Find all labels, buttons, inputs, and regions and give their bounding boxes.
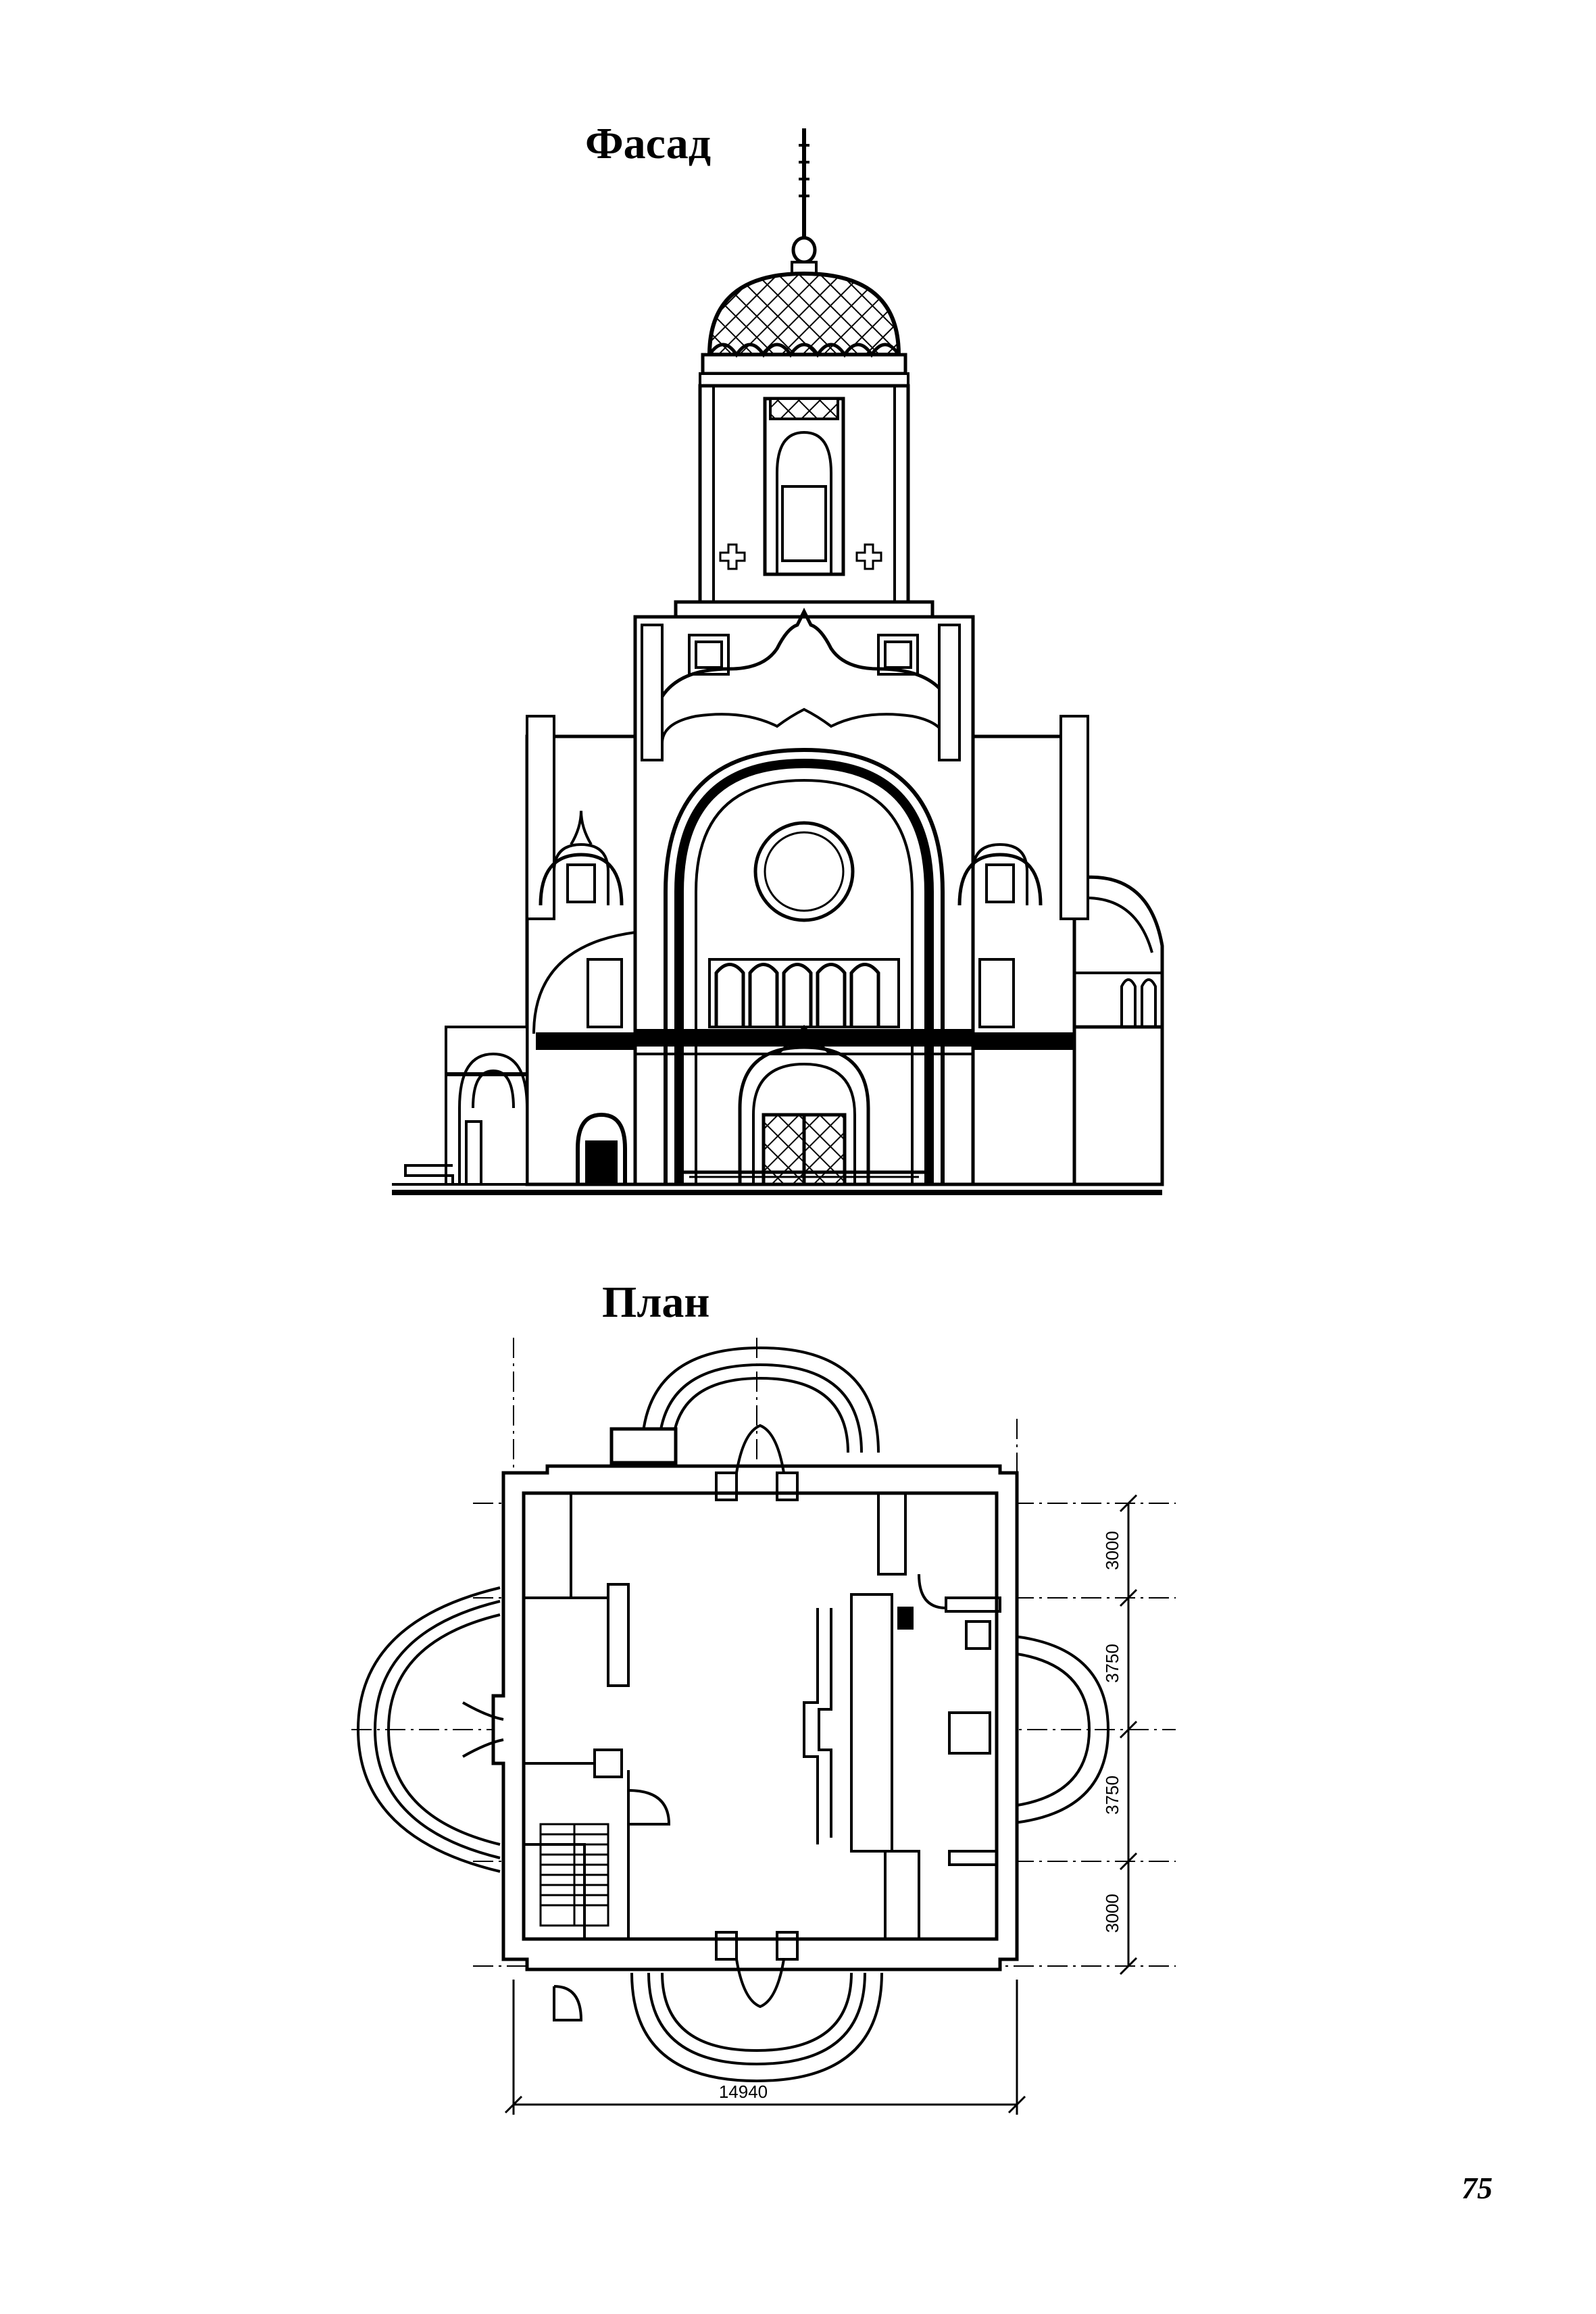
spire — [791, 128, 818, 276]
plan-title: План — [602, 1278, 710, 1327]
dimension-segment-4: 3000 — [1102, 1894, 1122, 1933]
page-number: 75 — [1462, 2171, 1493, 2205]
facade-title: Фасад — [585, 119, 712, 168]
main-body — [633, 607, 975, 1186]
apses — [356, 1346, 1110, 2083]
bell-tower — [674, 384, 934, 619]
church-plan — [351, 1338, 1176, 2115]
dome — [699, 271, 909, 387]
staircase — [539, 1823, 609, 1927]
dimension-segment-1: 3000 — [1102, 1531, 1122, 1570]
church-facade — [392, 128, 1164, 1195]
right-wing — [938, 624, 1164, 1186]
exterior-walls — [491, 1427, 1019, 1971]
dimension-overall-width: 14940 — [719, 2082, 768, 2102]
interior-walls — [462, 1424, 1001, 2021]
porch — [392, 1026, 528, 1186]
dimension-segment-2: 3750 — [1102, 1644, 1122, 1683]
dimension-lines — [504, 1494, 1138, 2115]
left-wing — [525, 624, 664, 1186]
dimension-segment-3: 3750 — [1102, 1776, 1122, 1815]
